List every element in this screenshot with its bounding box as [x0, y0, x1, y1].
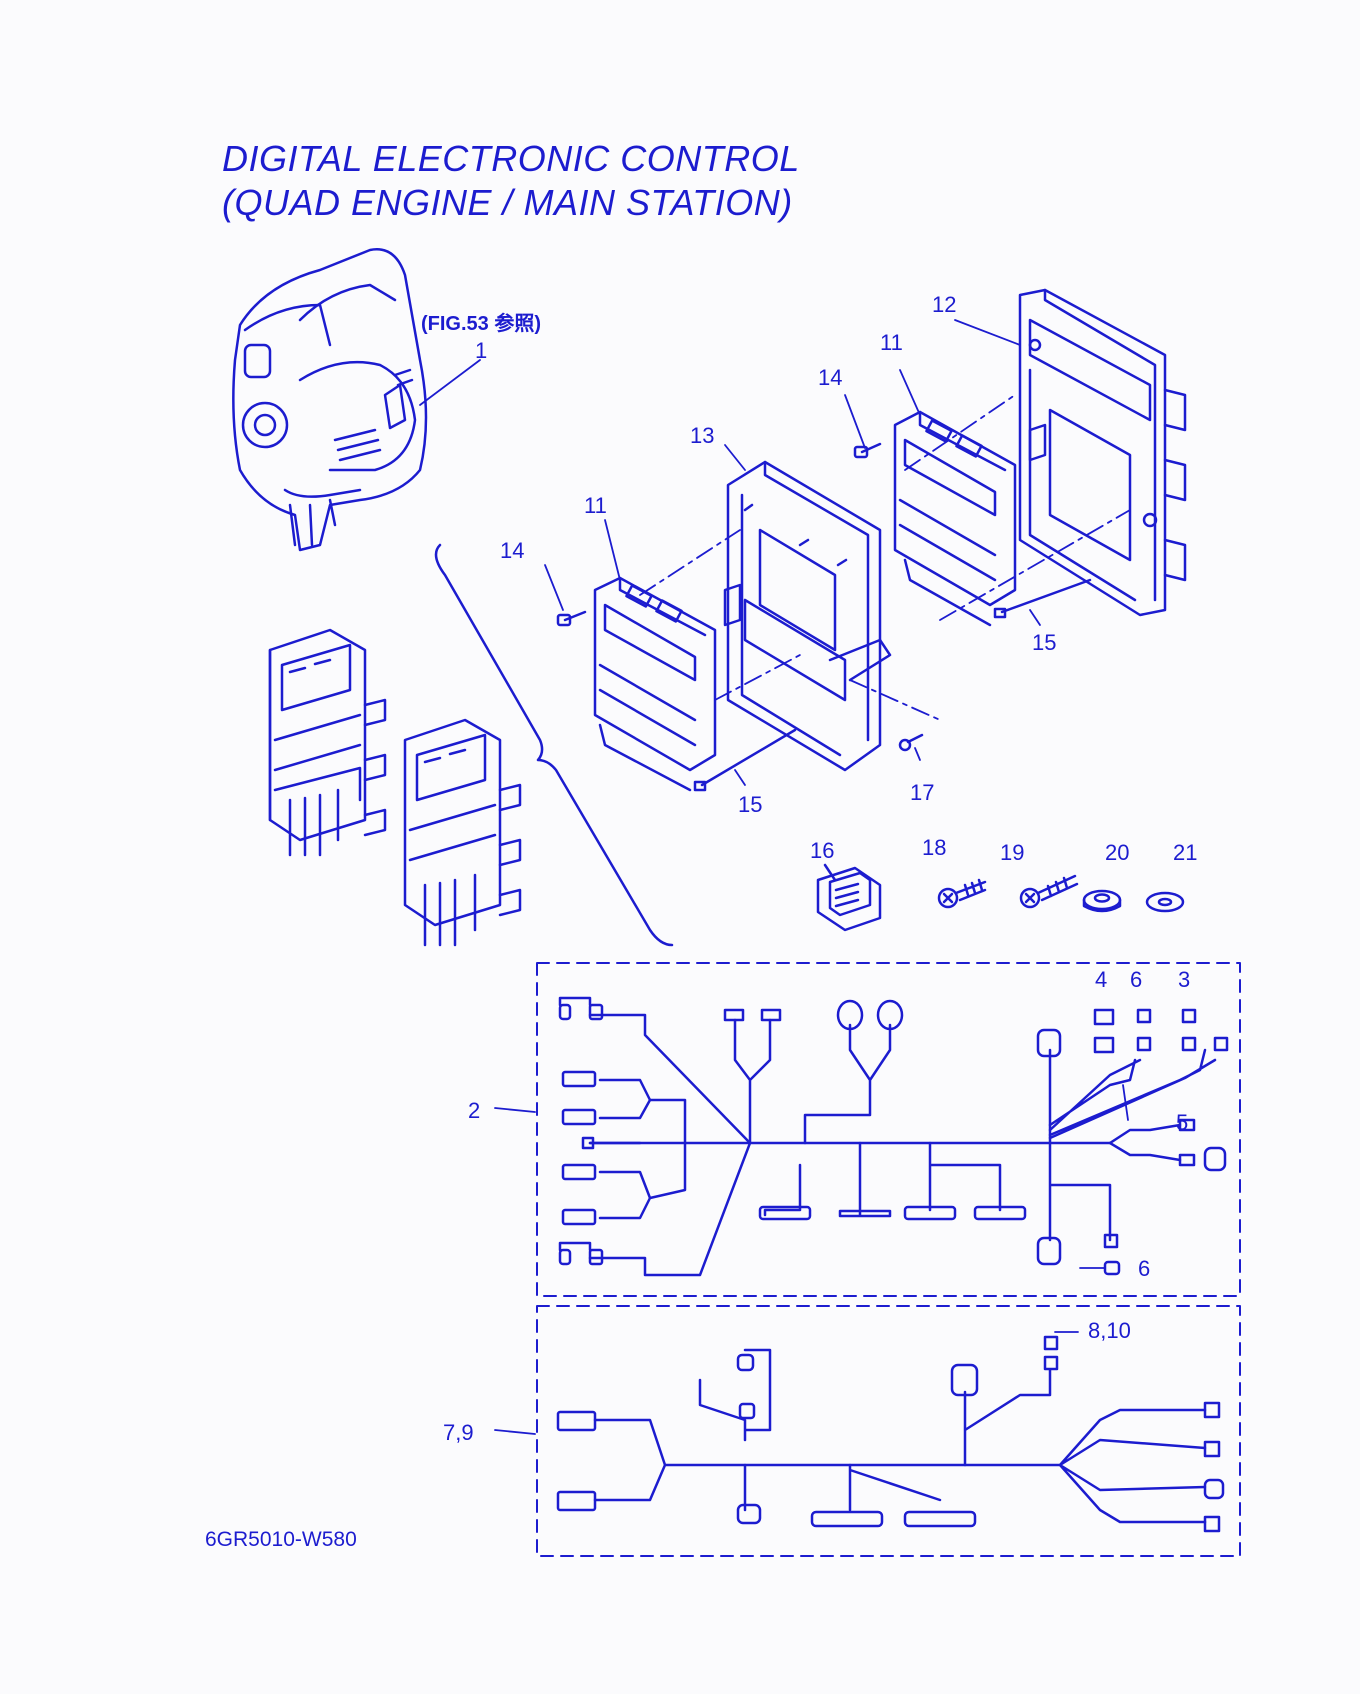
control-lever-unit [232, 248, 428, 552]
ecu-bracket-13 [723, 460, 892, 772]
callout-labels: (FIG.53 参照) 1 12 11 14 13 11 14 15 15 17… [205, 292, 1197, 1551]
screw-18 [937, 878, 987, 909]
callout-8-10: 8,10 [1088, 1318, 1131, 1343]
wire-harness-2 [558, 996, 1229, 1277]
alignment-lines [639, 394, 1131, 721]
diagram-code: 6GR5010-W580 [205, 1528, 357, 1551]
nut-20 [1082, 889, 1122, 913]
wire-harness-7-9 [556, 1335, 1225, 1533]
callout-16: 16 [810, 838, 834, 863]
module-variant-b [403, 718, 522, 947]
callout-1: 1 [475, 338, 487, 363]
grouping-brace [434, 543, 674, 947]
callout-13: 13 [690, 423, 714, 448]
bolts-and-screws [556, 442, 1092, 792]
callout-18: 18 [922, 835, 946, 860]
callout-17: 17 [910, 780, 934, 805]
callout-7-9: 7,9 [443, 1420, 474, 1445]
washer-21 [1145, 891, 1185, 913]
callout-15-front: 15 [738, 792, 762, 817]
callout-11-rear: 11 [880, 330, 903, 355]
module-variant-a [268, 628, 387, 857]
callout-19: 19 [1000, 840, 1024, 865]
callout-5: 5 [1176, 1110, 1188, 1135]
connector-16 [816, 863, 882, 932]
callout-15-rear: 15 [1032, 630, 1056, 655]
harness-group-boxes [536, 962, 1241, 1557]
callout-11-front: 11 [584, 493, 607, 518]
callout-14-rear: 14 [818, 365, 842, 390]
ecu-11-front [593, 576, 717, 792]
callout-6-top: 6 [1130, 967, 1142, 992]
diagram-title-line2: (QUAD ENGINE / MAIN STATION) [222, 182, 793, 223]
diagram-title-line1: DIGITAL ELECTRONIC CONTROL [222, 138, 800, 179]
ecu-bracket-12 [1018, 288, 1187, 617]
callout-20: 20 [1105, 840, 1129, 865]
callout-12: 12 [932, 292, 956, 317]
callout-14-front: 14 [500, 538, 524, 563]
callout-21: 21 [1173, 840, 1197, 865]
figure-reference-note: (FIG.53 参照) [421, 311, 541, 335]
screw-19 [1019, 874, 1079, 909]
callout-6-bottom: 6 [1138, 1256, 1150, 1281]
callout-leaders [419, 319, 1129, 1435]
callout-4: 4 [1095, 967, 1107, 992]
callout-3: 3 [1178, 967, 1190, 992]
callout-2: 2 [468, 1098, 480, 1123]
ecu-11-rear [893, 410, 1017, 627]
